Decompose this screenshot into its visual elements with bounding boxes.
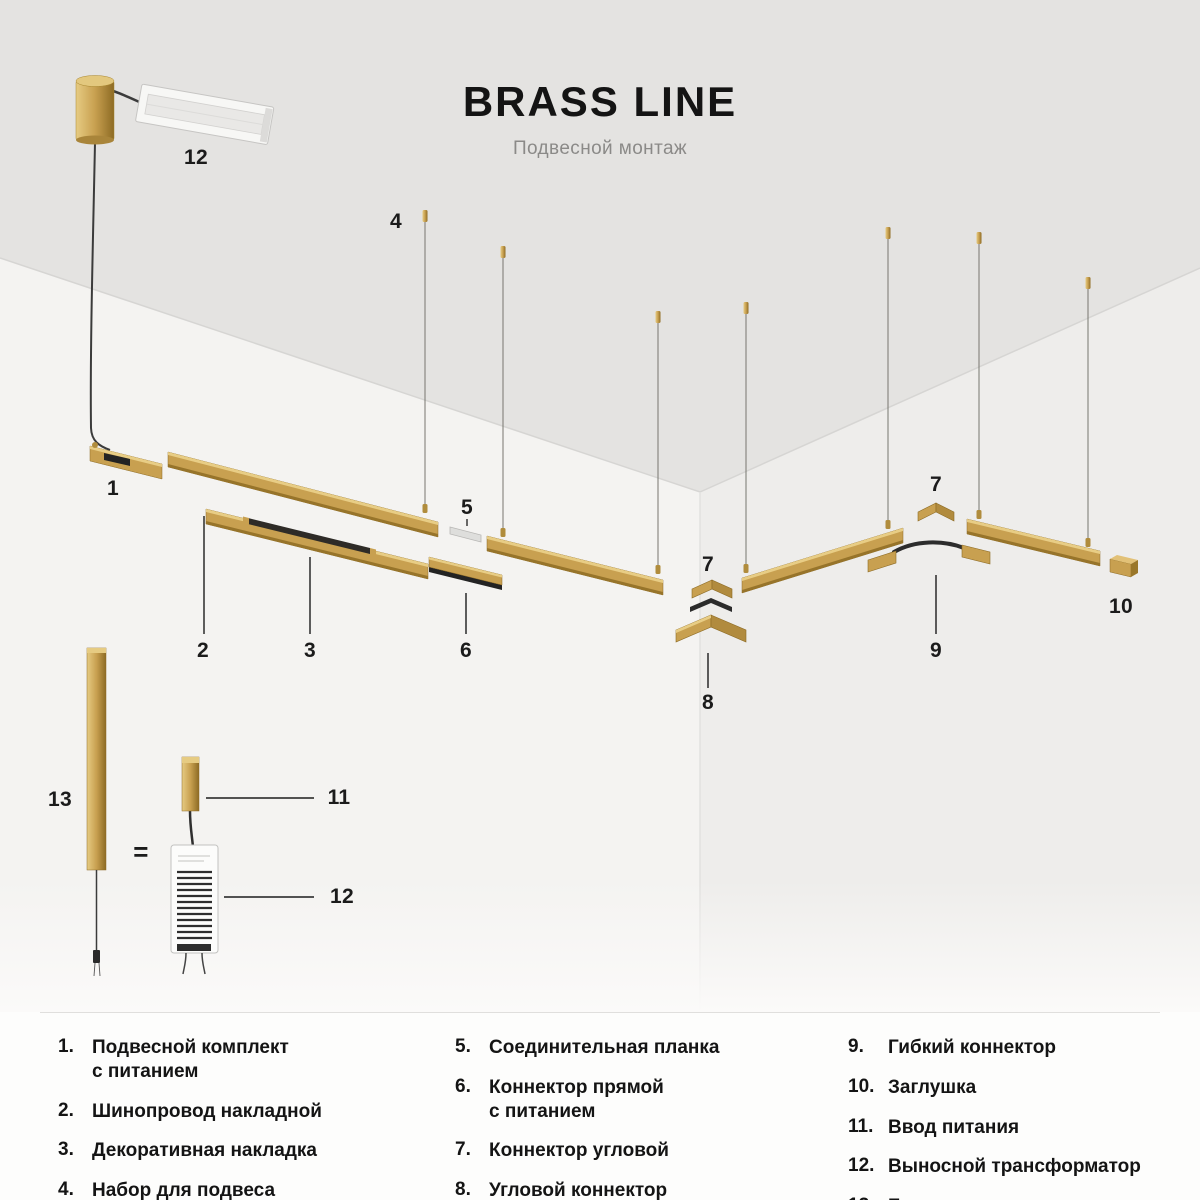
callout-5: 5 <box>461 496 473 519</box>
callout-7b: 7 <box>930 473 942 496</box>
straight-connector-powered <box>428 556 503 590</box>
legend-item: 1. Подвесной комплект с питанием <box>58 1036 418 1084</box>
legend-item-label: Выносной трансформатор <box>888 1156 1141 1178</box>
corner-gasket <box>690 598 732 612</box>
legend-item-number: 7. <box>455 1139 471 1161</box>
power-input-unit <box>181 756 200 848</box>
legend-item-label: Коннектор угловой <box>489 1140 669 1162</box>
legend-item-label: Угловой коннектор с питанием <box>489 1180 668 1200</box>
legend-column-1: 1. Подвесной комплект с питанием 2. Шино… <box>58 1036 418 1200</box>
legend-item: 13. Блок питания <box>848 1195 1188 1200</box>
legend-item-number: 5. <box>455 1036 471 1057</box>
suspension-wire <box>500 246 506 537</box>
legend-item: 4. Набор для подвеса <box>58 1179 418 1200</box>
callout-8: 8 <box>702 691 714 714</box>
page-subtitle: Подвесной монтаж <box>512 138 688 159</box>
connecting-plate <box>449 519 482 543</box>
callout-13: 13 <box>48 788 72 811</box>
legend-item-label: Соединительная планка <box>489 1037 720 1058</box>
callout-3: 3 <box>304 639 316 662</box>
legend-item-label: Шинопровод накладной <box>92 1100 322 1122</box>
legend-item-number: 3. <box>58 1139 74 1161</box>
legend-item-label: Коннектор прямой с питанием <box>489 1076 664 1122</box>
transformer-box <box>170 844 219 975</box>
track-segment-left-2 <box>486 535 664 596</box>
callout-12-psu: 12 <box>330 885 354 908</box>
equals-sign: = <box>133 836 149 867</box>
legend-item-number: 4. <box>58 1179 74 1200</box>
legend-column-3: 9. Гибкий коннектор 10. Заглушка 11. Вво… <box>848 1036 1188 1200</box>
legend-item-number: 11. <box>848 1115 874 1137</box>
suspension-wire <box>422 210 428 513</box>
legend-item-number: 9. <box>848 1036 864 1057</box>
canopy-drop-cable <box>89 142 111 451</box>
callout-9: 9 <box>930 639 942 662</box>
legend-item-label: Ввод питания <box>888 1116 1020 1138</box>
corner-connector-b <box>917 502 955 522</box>
callout-7a: 7 <box>702 553 714 576</box>
page-title: BRASS LINE <box>462 78 738 125</box>
track-segment-left-1 <box>167 451 439 538</box>
suspension-wire <box>655 311 661 574</box>
callout-6: 6 <box>460 639 472 662</box>
track-segment-right-2 <box>966 518 1101 567</box>
legend-item-number: 1. <box>58 1036 74 1057</box>
room <box>0 0 1200 1012</box>
legend-item-label: Подвесной комплект с питанием <box>92 1037 289 1082</box>
suspension-wire <box>885 227 891 529</box>
legend-item-number: 2. <box>58 1099 74 1121</box>
legend-item: 7. Коннектор угловой <box>455 1139 815 1163</box>
left-wall <box>0 258 700 1012</box>
decorative-cover-strip <box>243 516 376 556</box>
suspension-wire <box>743 302 749 573</box>
suspension-wire <box>1085 277 1091 547</box>
ceiling-plane <box>0 0 1200 492</box>
leader-lines <box>203 516 937 898</box>
legend-item-label: Гибкий коннектор <box>888 1037 1057 1058</box>
flexible-connector <box>867 540 991 573</box>
transformer-vents <box>177 870 212 940</box>
legend-item: 3. Декоративная накладка <box>58 1139 418 1163</box>
corner-connector-powered <box>675 614 747 643</box>
legend-item: 8. Угловой коннектор с питанием <box>455 1179 815 1200</box>
power-supply-bar <box>86 647 107 977</box>
suspension-kit-wires <box>422 210 1091 574</box>
legend-item-number: 6. <box>455 1075 471 1097</box>
callout-4: 4 <box>390 210 402 233</box>
legend-item: 9. Гибкий коннектор <box>848 1036 1188 1060</box>
legend-item: 2. Шинопровод накладной <box>58 1100 418 1124</box>
legend-item: 6. Коннектор прямой с питанием <box>455 1076 815 1124</box>
transformer-profile-housing <box>135 83 275 145</box>
end-cap <box>1109 555 1138 578</box>
legend-item-number: 12. <box>848 1155 875 1177</box>
legend-item-label: Набор для подвеса <box>92 1180 276 1200</box>
legend-item-number: 8. <box>455 1179 471 1200</box>
callout-10: 10 <box>1109 595 1133 618</box>
legend-item-label: Заглушка <box>888 1076 977 1098</box>
legend-divider <box>40 1012 1160 1013</box>
legend-column-2: 5. Соединительная планка 6. Коннектор пр… <box>455 1036 815 1200</box>
legend-item: 12. Выносной трансформатор <box>848 1155 1188 1179</box>
track-segment-right-1 <box>741 527 904 594</box>
legend-item-number: 13. <box>848 1195 888 1200</box>
legend-item: 10. Заглушка <box>848 1076 1188 1100</box>
callout-12-top: 12 <box>184 146 208 169</box>
legend-item-number: 10. <box>848 1075 875 1097</box>
corner-connector-a <box>691 579 733 599</box>
legend-item-label: Блок питания <box>888 1195 1017 1200</box>
legend-item-label: Декоративная накладка <box>92 1140 318 1162</box>
callout-11: 11 <box>327 786 351 809</box>
callout-2: 2 <box>197 639 209 662</box>
right-wall <box>700 268 1200 1012</box>
suspension-wire <box>976 232 982 519</box>
power-feed-unit <box>89 442 163 480</box>
callout-1: 1 <box>107 477 119 500</box>
legend-item: 5. Соединительная планка <box>455 1036 815 1060</box>
legend-item: 11. Ввод питания <box>848 1116 1188 1140</box>
